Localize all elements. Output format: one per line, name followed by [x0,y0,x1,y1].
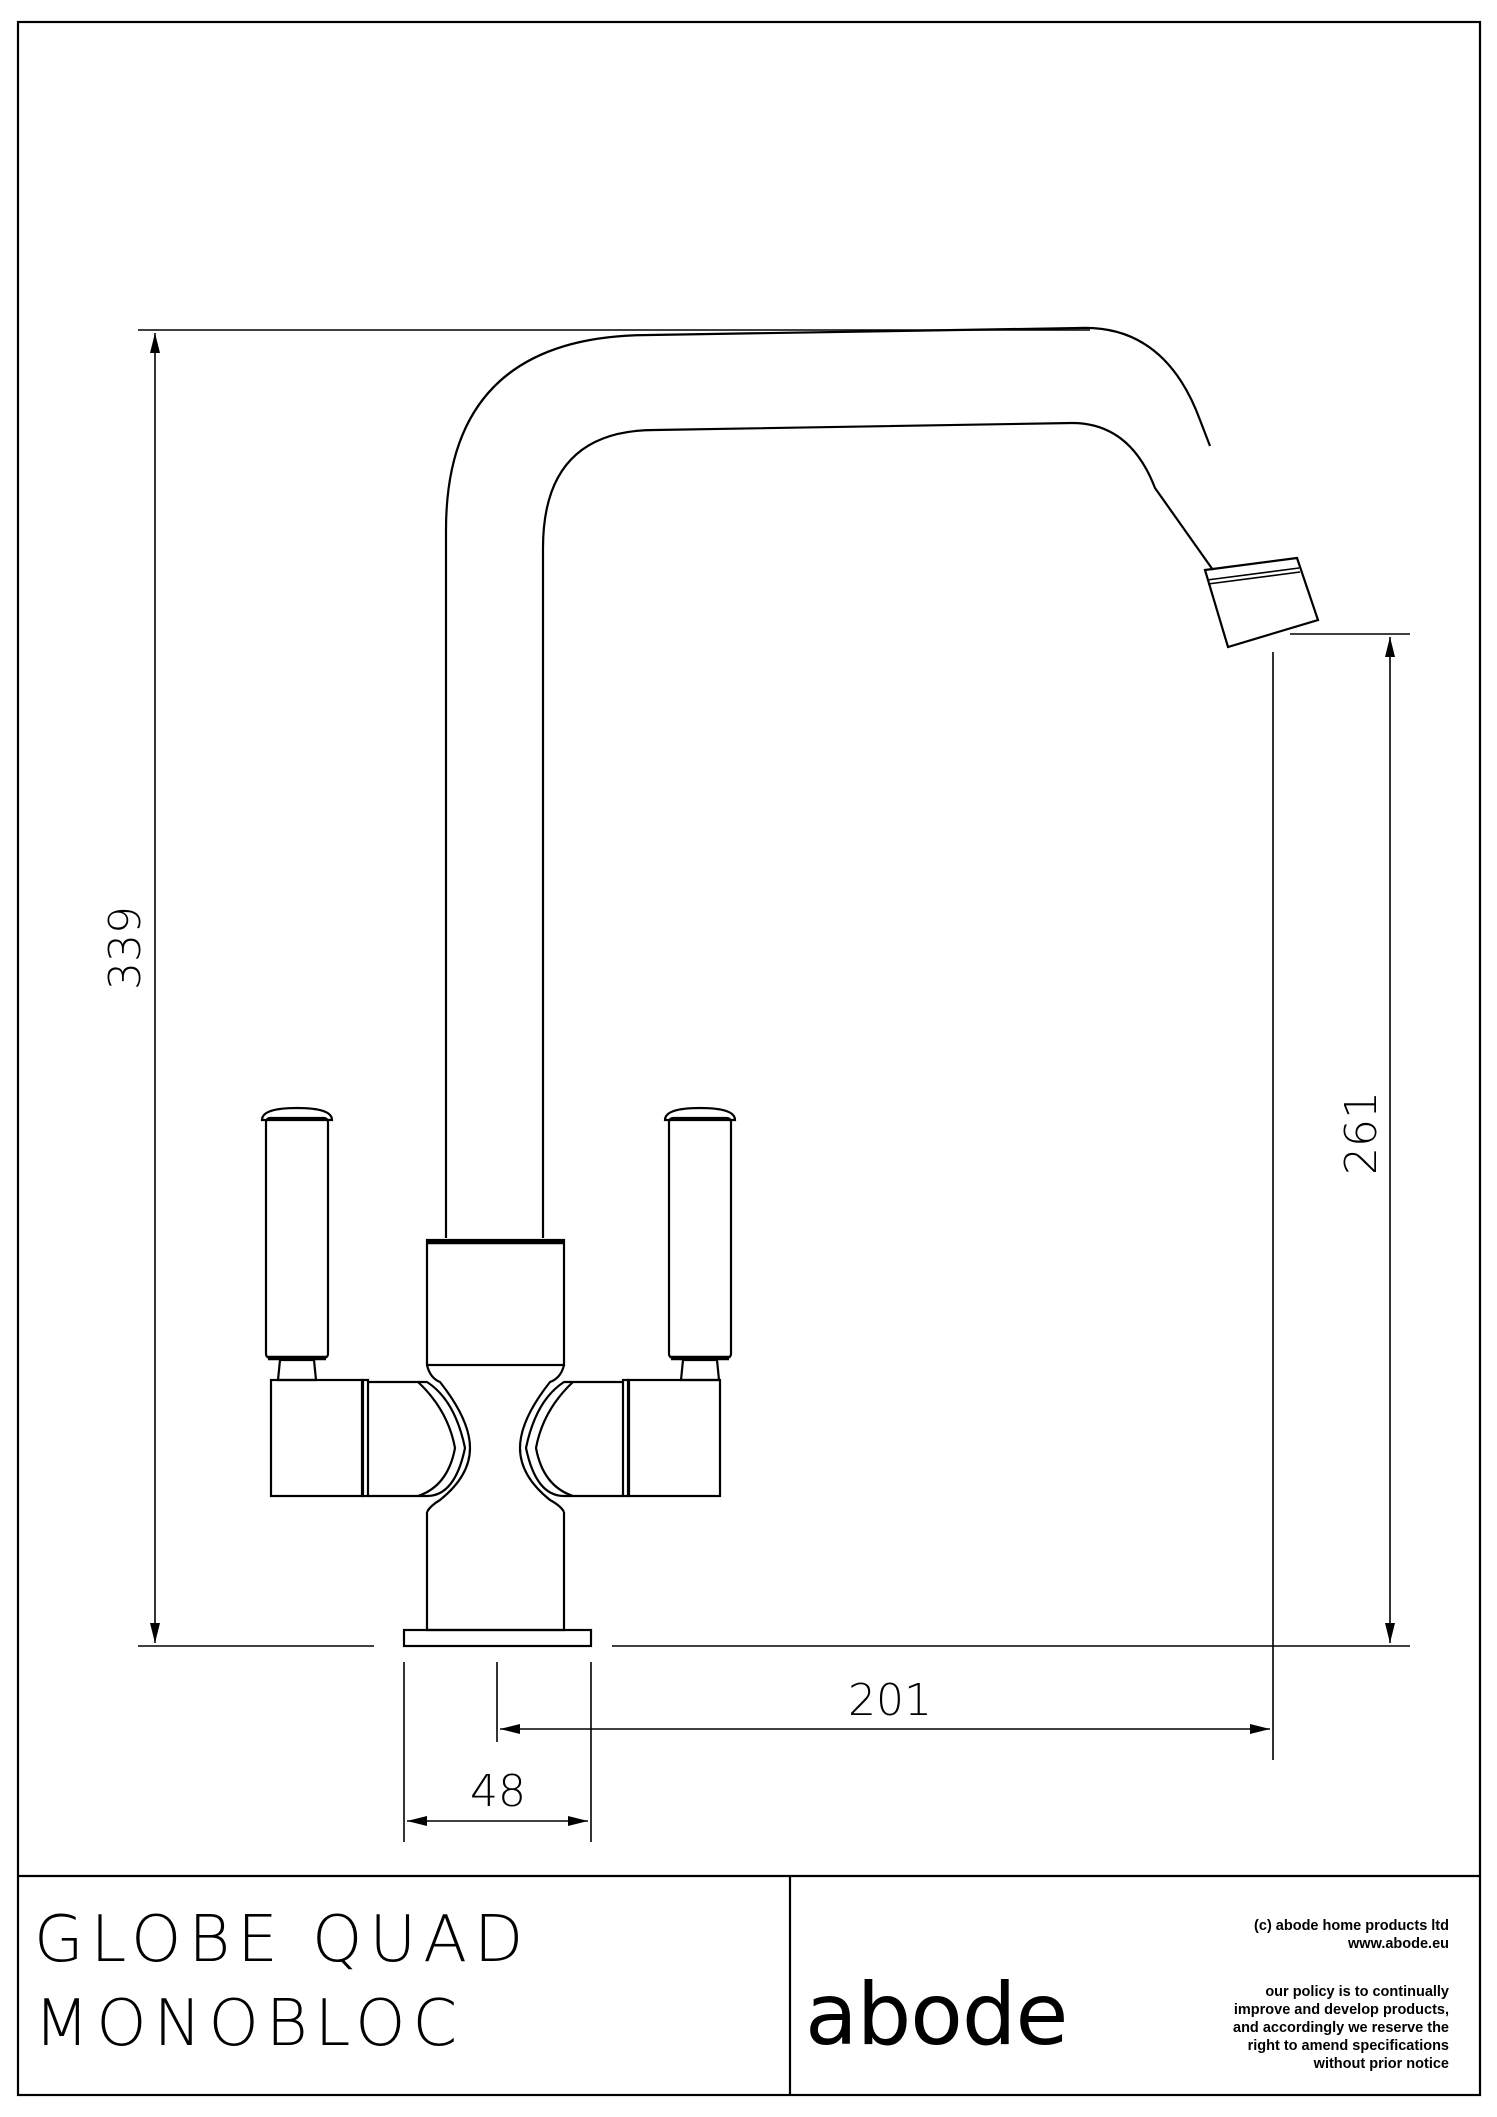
nozzle-ring-2 [1207,571,1301,585]
right-handle [524,1106,737,1498]
copyright-notes: (c) abode home products ltd www.abode.eu [1254,1917,1449,1953]
right-lever-stem [679,1358,721,1382]
spout-height-arrow-top [1385,637,1395,657]
left-valve-ring [360,1378,370,1498]
copyright-text: (c) abode home products ltd [1254,1918,1449,1934]
left-lever-stem [276,1358,318,1382]
left-valve-neck [368,1380,467,1498]
left-valve-curve [417,1381,457,1498]
spout-height-arrow-bottom [1385,1623,1395,1643]
spout-height-label: 261 [1336,1091,1387,1175]
website-text: www.abode.eu [1348,1936,1449,1952]
policy-line: and accordingly we reserve the [1233,2020,1449,2036]
spout-nozzle [1203,556,1320,649]
overall-height-arrow-bottom [150,1623,160,1643]
drawing-border [16,20,1482,2097]
body-lower [425,1512,566,1632]
overall-height-arrow-top [150,333,160,353]
dimension-lines [138,329,1410,1842]
right-valve-curve [534,1381,574,1498]
right-lever [667,1116,733,1360]
abode-logo: abode [805,1965,1068,2065]
base-plate [402,1628,593,1648]
product-name-line1: GLOBE QUAD [34,1903,531,1977]
overall-height-label: 339 [100,906,151,990]
policy-line: our policy is to continually [1265,1984,1449,2000]
policy-line: right to amend specifications [1247,2038,1449,2054]
left-handle [260,1106,467,1498]
right-lever-cap [663,1106,737,1122]
right-valve-ring [621,1378,631,1498]
reach-arrow-left [500,1724,520,1734]
left-lever [264,1116,330,1360]
policy-line: improve and develop products, [1233,2002,1449,2018]
right-valve-body [626,1378,722,1498]
base-width-arrow-left [407,1816,427,1826]
right-valve-neck [524,1380,623,1498]
base-width-arrow-right [568,1816,588,1826]
reach-label: 201 [848,1675,932,1726]
left-lever-cap [260,1106,334,1122]
spout-outer [444,326,1212,1238]
product-name-line2: MONOBLOC [34,1987,465,2061]
policy-notes: our policy is to continually improve and… [1233,1983,1449,2073]
base-width-label: 48 [470,1766,526,1817]
body-waist-right [518,1364,566,1513]
nozzle-ring [1206,567,1300,581]
spout-inner [541,421,1214,1238]
left-valve-body [269,1378,365,1498]
body-waist-left [425,1364,472,1513]
reach-arrow-right [1250,1724,1270,1734]
policy-line: without prior notice [1313,2056,1449,2072]
body-upper [425,1238,566,1367]
tap-outline [402,326,1320,1648]
